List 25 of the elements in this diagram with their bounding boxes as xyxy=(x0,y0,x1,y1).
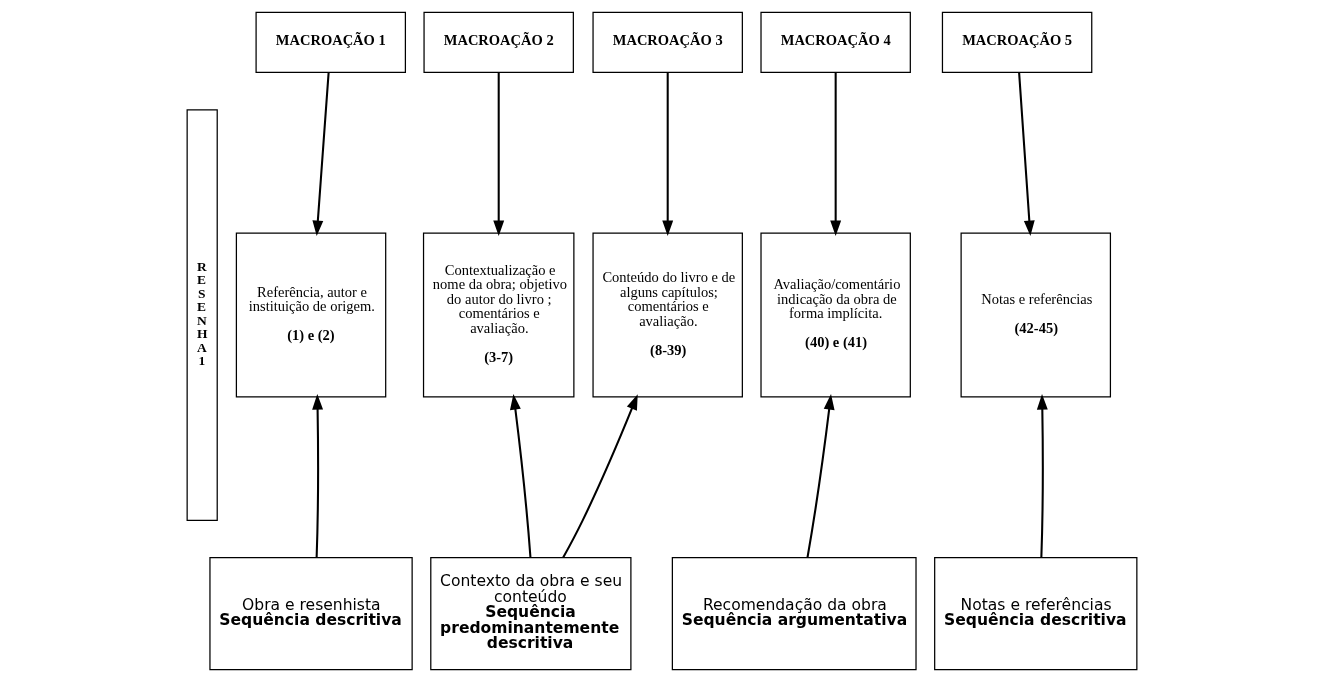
arrow xyxy=(830,72,842,237)
node-box: Notas e referências Sequência descritiva xyxy=(934,557,1138,671)
node-box: MACROAÇÃO 4 xyxy=(760,11,911,74)
arrow xyxy=(1018,72,1035,237)
node-box: Notas e referências (42-45) xyxy=(960,232,1112,398)
node-box: MACROAÇÃO 3 xyxy=(592,11,743,74)
node-box: R E S E N H A 1 xyxy=(186,109,218,521)
node-box: MACROAÇÃO 5 xyxy=(941,11,1093,74)
arrow xyxy=(493,72,505,237)
arrow xyxy=(312,394,324,558)
arrow xyxy=(509,394,532,558)
node-box: Avaliação/comentário indicação da obra de forma implícita. (40) e (41) xyxy=(760,232,911,398)
node-box: Contexto da obra e seu conteúdo Sequência predominantemente descritiva xyxy=(430,557,632,671)
node-box: Referência, autor e instituição de origem. (1) e (2) xyxy=(235,232,387,398)
node-box: MACROAÇÃO 1 xyxy=(255,11,406,74)
node-box: Obra e resenhista Sequência descritiva xyxy=(209,557,413,671)
arrow xyxy=(312,72,330,237)
node-box: MACROAÇÃO 2 xyxy=(423,11,574,74)
arrow xyxy=(806,394,835,558)
arrow xyxy=(562,394,638,559)
arrow xyxy=(662,72,674,237)
node-box: Contextualização e nome da obra; objetivo do autor do livro ; comentários e avaliação. (3-7) xyxy=(422,232,575,398)
node-box: Recomendação da obra Sequência argumentativa xyxy=(671,557,917,671)
node-box: Conteúdo do livro e de alguns capítulos; comentários e avaliação. (8-39) xyxy=(592,232,743,398)
arrow xyxy=(1036,394,1048,558)
